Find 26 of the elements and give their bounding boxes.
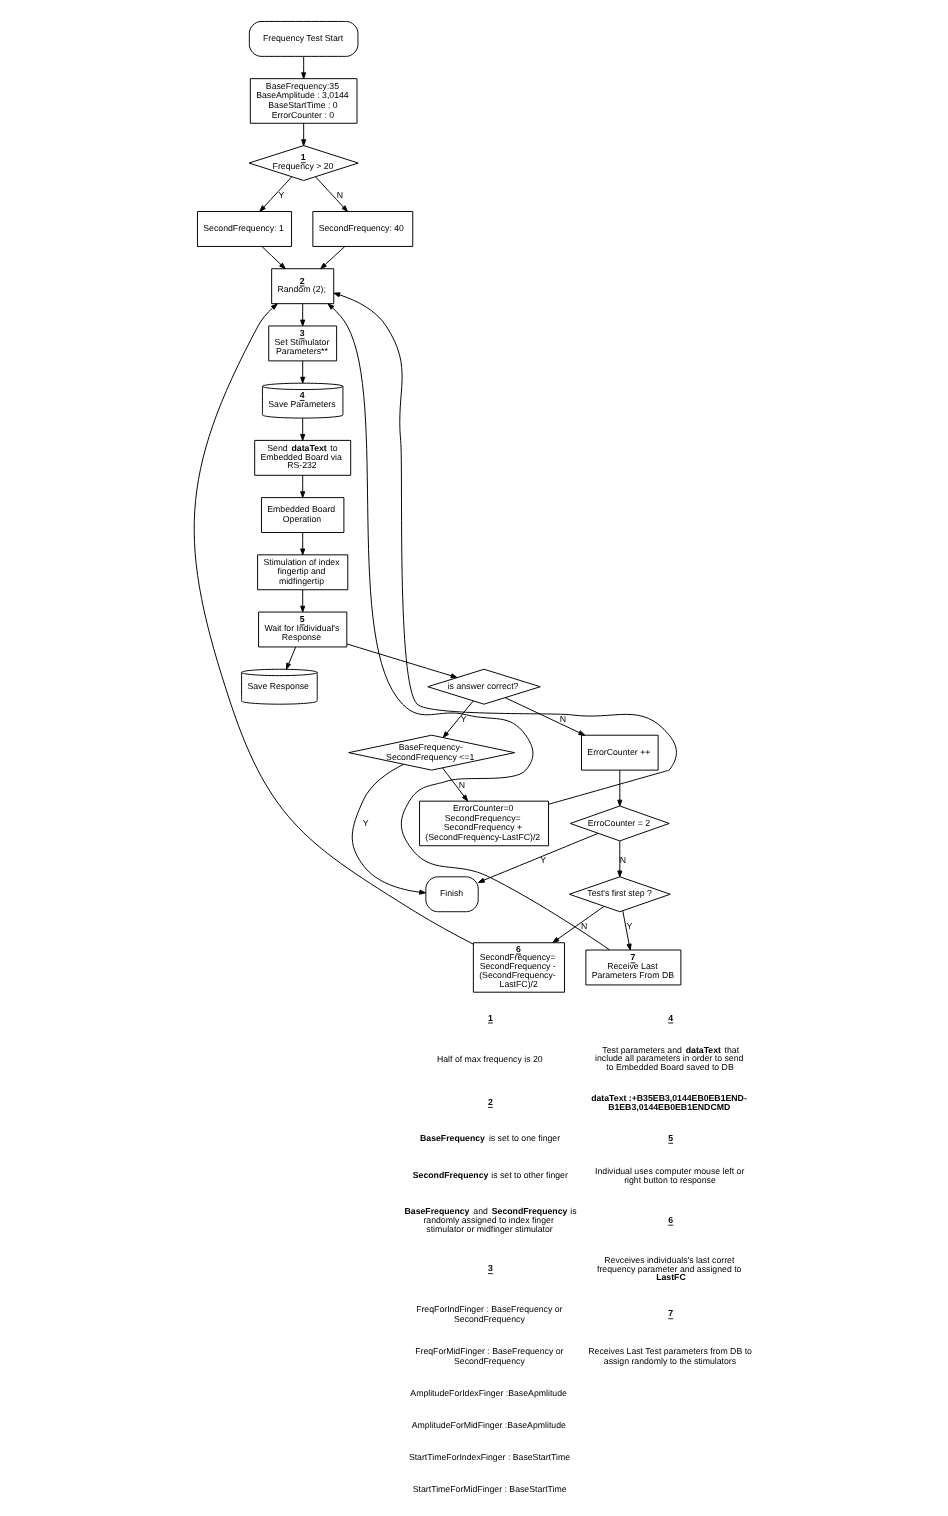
arrow <box>477 832 599 883</box>
arrow <box>300 589 306 613</box>
arrow <box>300 532 306 556</box>
arrow <box>351 763 426 895</box>
arrow <box>261 246 286 270</box>
arrow <box>504 697 586 736</box>
arrow <box>301 122 307 146</box>
arrow <box>285 646 297 670</box>
arrow <box>300 474 306 498</box>
arrow <box>193 303 474 945</box>
arrow <box>300 417 306 441</box>
arrow <box>442 767 469 802</box>
arrow <box>300 303 306 327</box>
arrow <box>300 360 306 384</box>
arrow <box>259 176 293 212</box>
arrow <box>333 292 677 805</box>
arrow <box>315 176 348 212</box>
arrow <box>617 840 623 878</box>
arrow <box>617 769 623 807</box>
arrow <box>327 303 611 951</box>
arrow <box>346 643 458 679</box>
arrow <box>320 246 346 270</box>
arrow <box>552 905 605 943</box>
arrow <box>442 700 474 739</box>
arrow <box>622 910 632 951</box>
arrow <box>301 56 307 80</box>
